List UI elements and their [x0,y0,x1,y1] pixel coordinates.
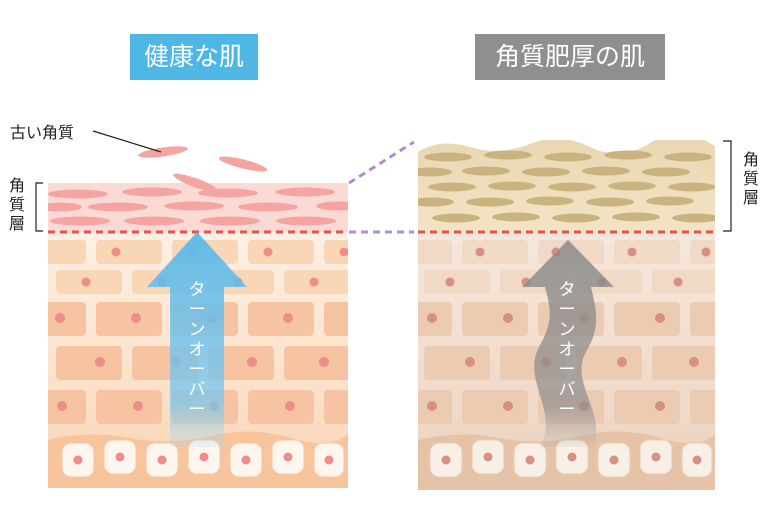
thick-turnover-text: タ ー ン オ ー バ ー [558,280,576,420]
old-stratum-pointer [92,130,162,153]
thick-skin-title: 角質肥厚の肌 [475,34,665,80]
healthy-skin-title: 健康な肌 [130,34,258,80]
connector-top [348,140,415,185]
healthy-turnover-arrow [147,232,247,447]
shedding-scales [138,146,268,193]
thick-turnover-arrow [522,240,614,447]
healthy-turnover-text: タ ー ン オ ー バ ー [188,280,206,420]
left-stratum-corneum-label: 角 質 層 [8,176,25,233]
right-stratum-bracket [723,140,732,232]
left-stratum-bracket [35,182,43,232]
right-stratum-corneum-label: 角 質 層 [742,150,759,207]
old-stratum-label: 古い角質 [10,123,75,142]
